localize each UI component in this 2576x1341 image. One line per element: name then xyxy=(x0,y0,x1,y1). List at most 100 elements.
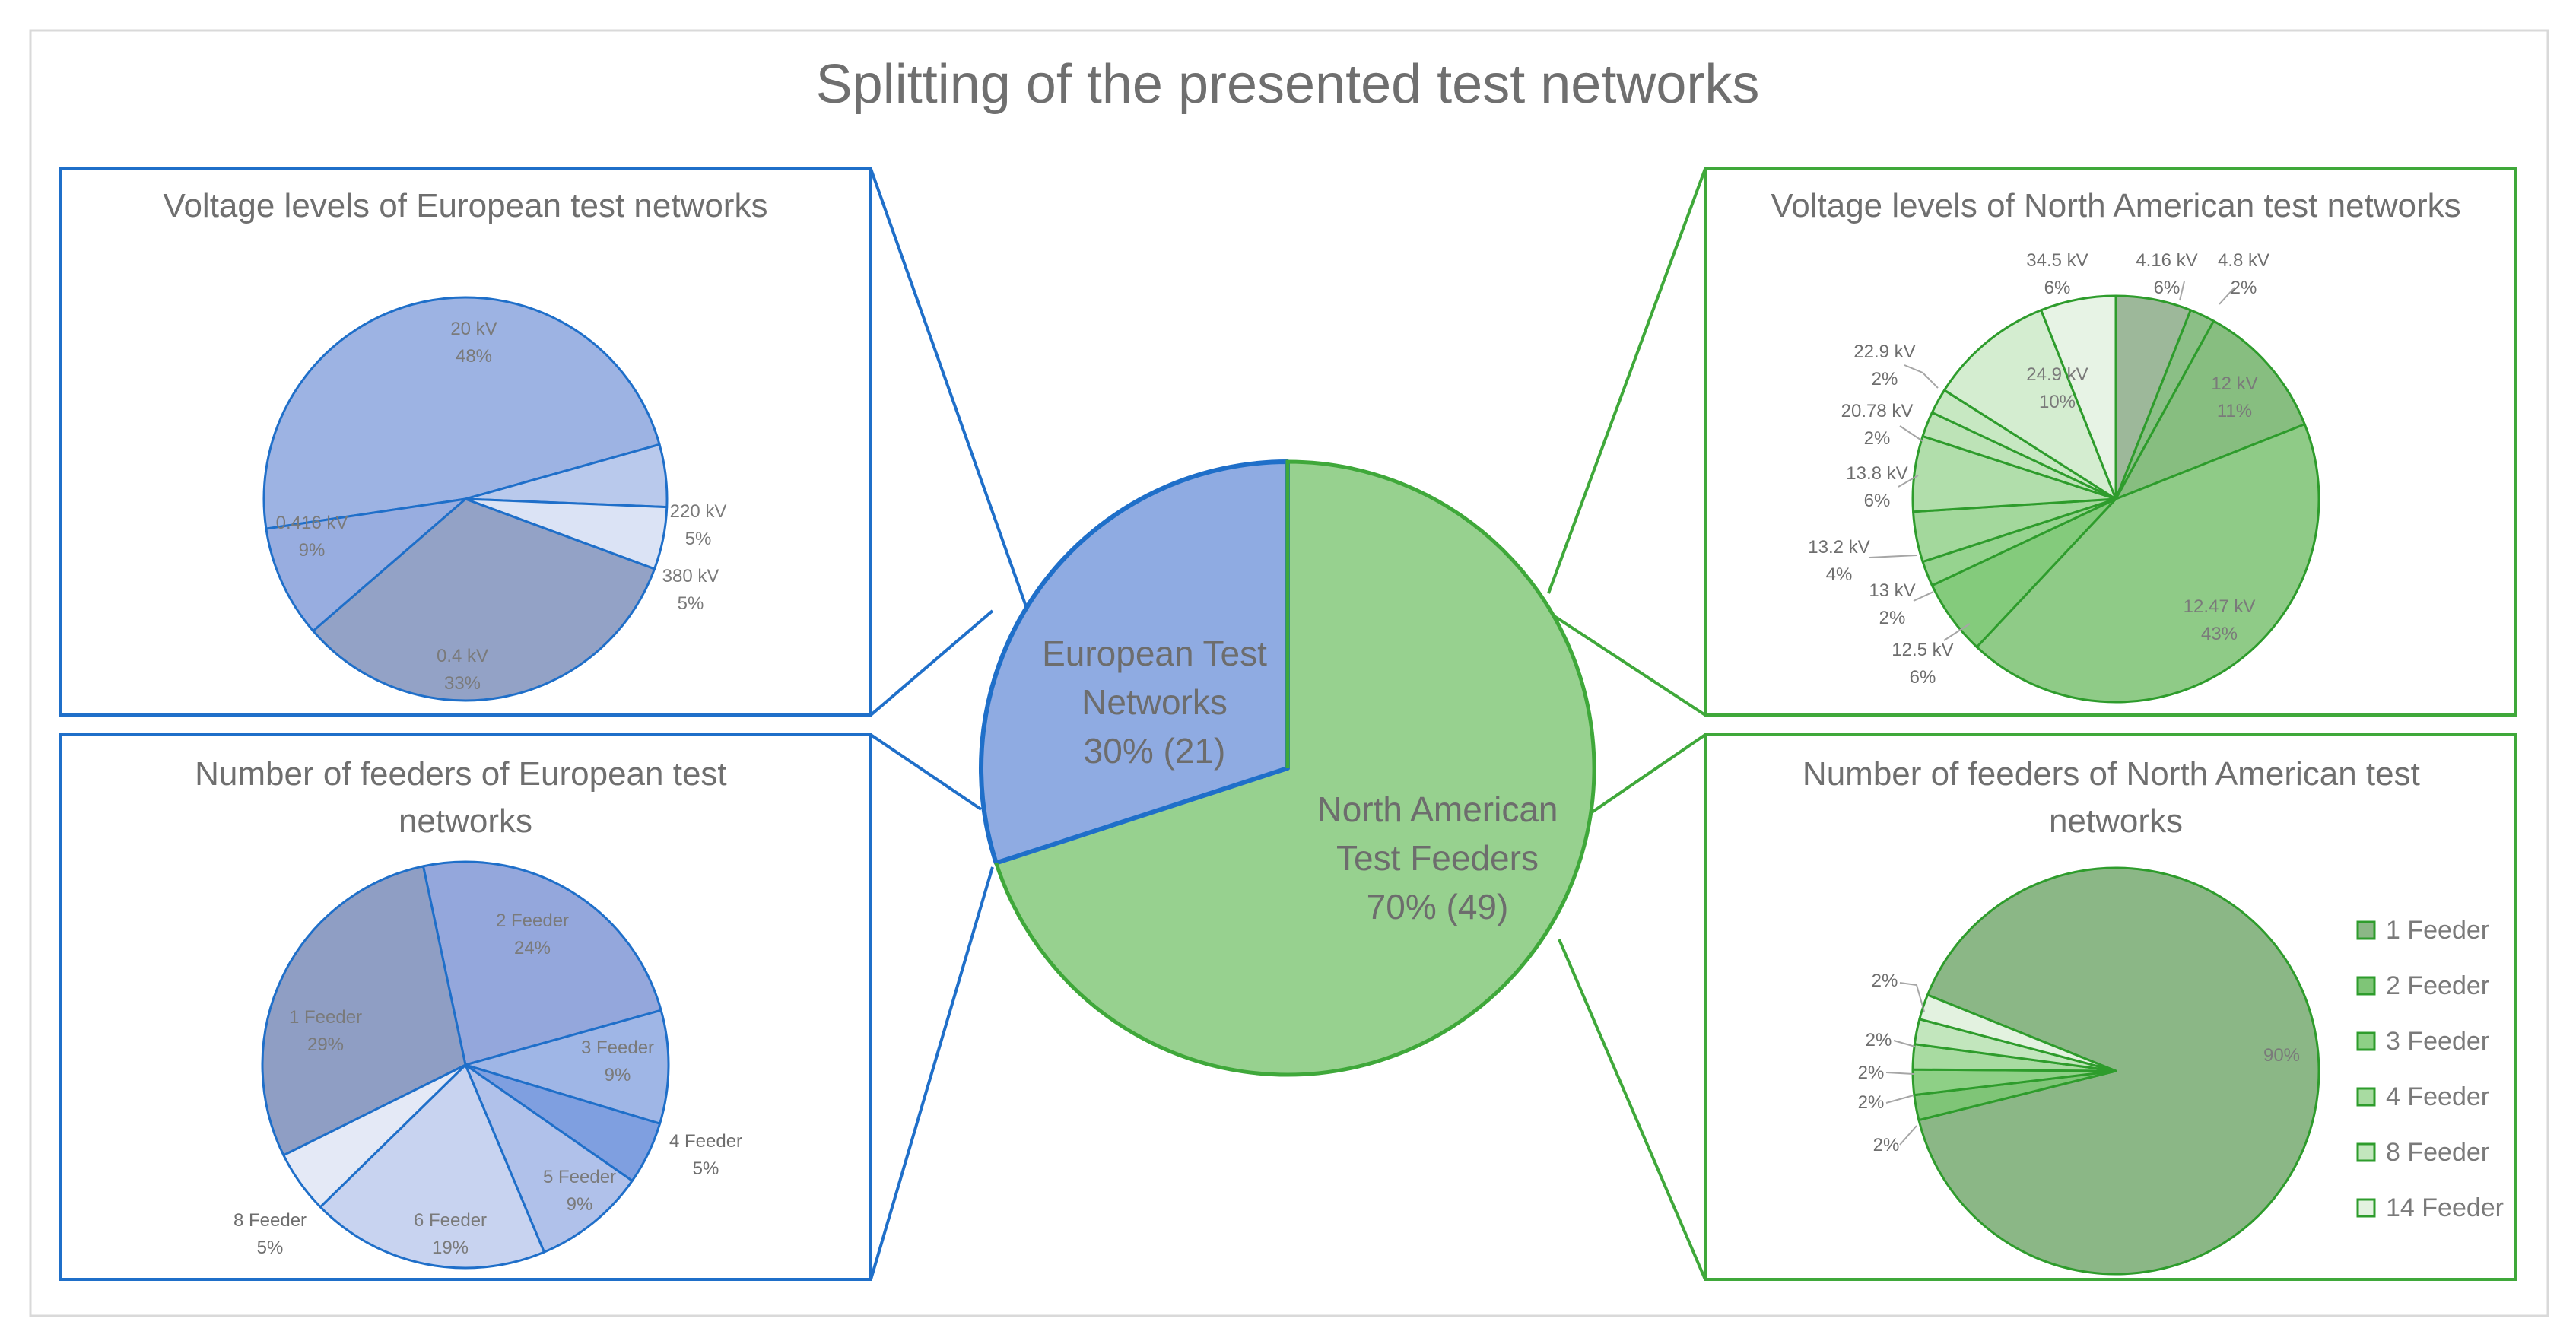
data-label-line: 5 Feeder xyxy=(543,1167,616,1187)
data-label-line: European Test xyxy=(1042,634,1267,673)
na-feeders-title-line-1: Number of feeders of North American test xyxy=(1803,755,2420,793)
data-label-line: 13 kV xyxy=(1869,580,1915,601)
leader-line xyxy=(1885,1095,1914,1104)
legend-label: 4 Feeder xyxy=(2386,1082,2489,1111)
leader-line xyxy=(2219,287,2235,305)
data-label-line: 5% xyxy=(257,1238,284,1258)
data-label-line: Networks xyxy=(1082,682,1228,722)
connector-eu-top-lower xyxy=(869,609,994,717)
data-label: 6 Feeder 19% xyxy=(414,1210,487,1258)
data-label-line: 6 Feeder xyxy=(414,1210,487,1231)
data-label-line: 6% xyxy=(2154,278,2181,298)
slice-0-4-kv xyxy=(312,497,656,702)
data-label-line: 12 kV xyxy=(2211,373,2257,394)
data-label-line: 12.5 kV xyxy=(1892,640,1953,660)
data-label-line: 11% xyxy=(2217,401,2252,421)
connector-na-top-upper xyxy=(1547,168,1707,594)
data-label-line: 2% xyxy=(1866,1030,1892,1050)
data-label: 2 Feeder 24% xyxy=(496,910,569,958)
connector-na-top-lower xyxy=(1547,611,1707,717)
data-label-line: 48% xyxy=(456,346,492,367)
data-label-line: 24.9 kV xyxy=(2026,364,2088,385)
data-label-line: 5% xyxy=(678,593,704,614)
data-label-line: 8 Feeder xyxy=(233,1210,307,1231)
leader-line xyxy=(1885,1072,1914,1075)
na-feeders-pie: 90%2%2%2%2%2% xyxy=(1858,866,2320,1276)
data-label-line: 9% xyxy=(605,1065,631,1085)
eu-feeders-title: Number of feeders of European test netwo… xyxy=(195,755,736,840)
data-label-line: 20.78 kV xyxy=(1841,401,1914,421)
data-label-line: 4% xyxy=(1826,564,1853,585)
na-feeders-title-line-2: networks xyxy=(2049,802,2183,840)
legend-swatch xyxy=(2356,1087,2376,1107)
data-label-line: 2% xyxy=(1879,608,1906,628)
data-label-line: 10% xyxy=(2039,392,2076,412)
eu-feeders-title-line-2: networks xyxy=(399,802,532,840)
data-label-line: 6% xyxy=(1910,667,1936,688)
data-label-line: 4.8 kV xyxy=(2218,250,2269,271)
legend-label: 3 Feeder xyxy=(2386,1027,2489,1056)
data-label-line: 30% (21) xyxy=(1084,731,1226,771)
data-label-line: 13.8 kV xyxy=(1846,463,1907,484)
data-label-line: 43% xyxy=(2201,624,2238,644)
data-label-line: 24% xyxy=(514,938,551,958)
legend-swatch xyxy=(2356,920,2376,940)
data-label-line: 33% xyxy=(444,673,481,694)
data-label-line: 2 Feeder xyxy=(496,910,569,931)
na-voltage-title: Voltage levels of North American test ne… xyxy=(1771,187,2460,224)
data-label: 2% xyxy=(1872,971,1898,991)
data-label-line: 2% xyxy=(1864,428,1891,449)
connector-na-bottom-lower xyxy=(1558,939,1707,1280)
slice-24-9-kv xyxy=(1943,309,2117,500)
data-label-line: 220 kV xyxy=(670,501,727,522)
slice-12-47-kv xyxy=(1975,423,2320,704)
slice-north-american xyxy=(996,461,1595,1075)
slice-1-feeder xyxy=(261,865,467,1157)
main-title: Splitting of the presented test networks xyxy=(816,54,1760,115)
slice-5-feeder xyxy=(464,1063,634,1254)
slice-1-feeder xyxy=(1917,866,2320,1276)
slice-2-feeder xyxy=(421,860,662,1066)
data-label-line: 20 kV xyxy=(450,319,497,339)
slice-12-kv xyxy=(2114,319,2306,500)
slice-european-test xyxy=(981,462,1288,863)
data-label-line: 2% xyxy=(1858,1063,1885,1083)
eu-feeders-title-line-1: Number of feeders of European test xyxy=(195,755,727,793)
data-label-line: 22.9 kV xyxy=(1853,342,1915,362)
leader-line xyxy=(1899,1125,1917,1146)
legend-swatch xyxy=(2356,976,2376,996)
slice-34-5-kv xyxy=(2040,294,2117,500)
data-label-line: 19% xyxy=(432,1238,469,1258)
connector-eu-bottom-upper xyxy=(869,733,983,811)
data-label-line: 9% xyxy=(299,540,326,561)
data-label: 2% xyxy=(1866,1030,1892,1050)
connector-eu-bottom-lower xyxy=(869,866,994,1280)
leader-line xyxy=(1904,364,1939,389)
data-label-line: Test Feeders xyxy=(1336,838,1539,878)
data-label: 2% xyxy=(1858,1063,1885,1083)
legend-label: 1 Feeder xyxy=(2386,916,2489,945)
data-label: 12 kV 11% xyxy=(2211,373,2257,421)
data-label-line: 1 Feeder xyxy=(289,1007,362,1028)
data-label-line: 380 kV xyxy=(662,566,719,586)
data-label-line: 6% xyxy=(2044,278,2071,298)
legend-label: 2 Feeder xyxy=(2386,971,2489,1000)
data-label: 24.9 kV 10% xyxy=(2026,364,2088,412)
data-label: 12.5 kV 6% xyxy=(1892,640,1953,688)
legend-swatch xyxy=(2356,1198,2376,1218)
data-label-line: 5% xyxy=(693,1158,719,1179)
